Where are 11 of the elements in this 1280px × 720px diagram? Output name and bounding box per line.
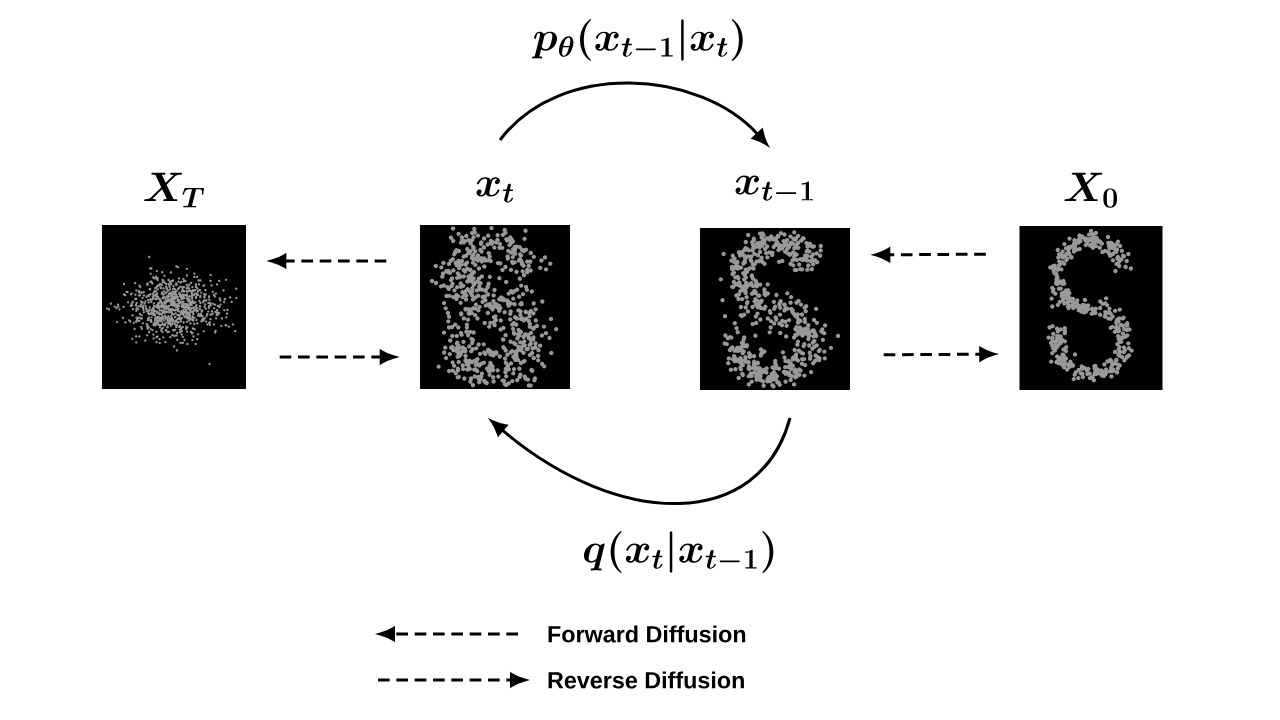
legend-label: Forward Diffusion: [548, 625, 746, 643]
edge-label: $p_\theta(x_{t-1}|x_t)$: [529, 15, 751, 65]
heading: $X_0$: [1064, 172, 1117, 208]
heading: $x_{t-1}$: [735, 175, 813, 201]
heading: $x_t$: [476, 177, 514, 203]
arrow: [883, 347, 996, 362]
curved-arrow: [490, 417, 792, 505]
heading: $X_T$: [144, 172, 204, 208]
curved-arrow: [498, 81, 768, 146]
edge-label: $q(x_t|x_{t-1})$: [578, 527, 782, 577]
legend-label: Reverse Diffusion: [548, 671, 744, 689]
